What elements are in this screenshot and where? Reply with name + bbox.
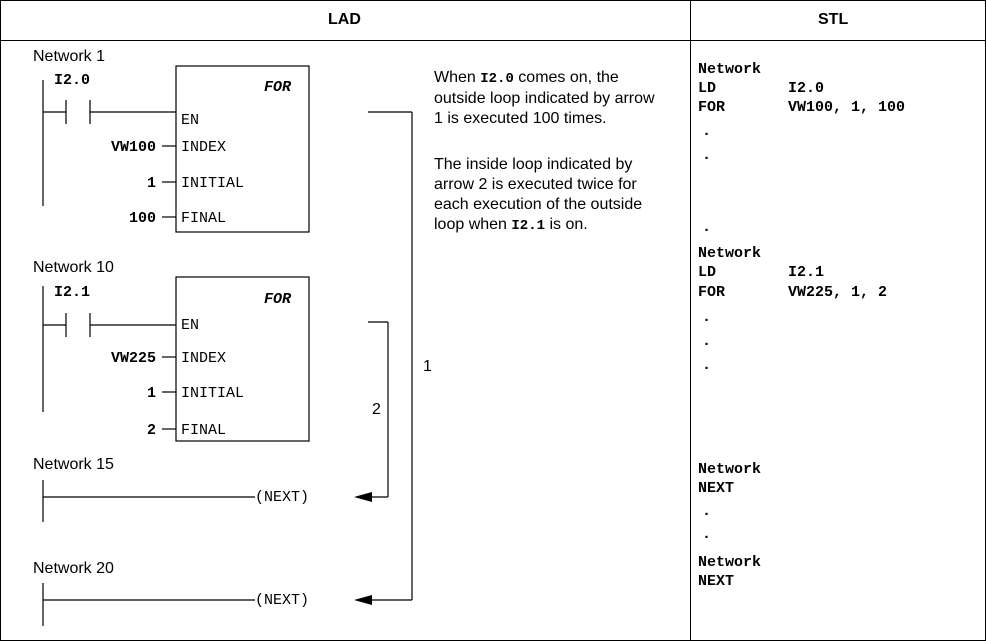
stl-ld-2: LD <box>698 264 717 281</box>
network-10-final-value: 2 <box>146 422 156 439</box>
network-1-pin-en: EN <box>181 112 200 129</box>
stl-network-4: Network <box>698 554 762 571</box>
network-1-pin-initial: INITIAL <box>181 175 245 192</box>
network-10-for-box-title: FOR <box>264 291 292 308</box>
network-1-pin-index: INDEX <box>181 139 227 156</box>
loop-arrow-2-label: 2 <box>372 401 381 418</box>
network-1-for-box-title: FOR <box>264 79 292 96</box>
stl-ld-1-operand: I2.0 <box>788 80 825 97</box>
stl-dot: . <box>702 357 712 374</box>
stl-network-3: Network <box>698 461 762 478</box>
network-1-pin-final: FINAL <box>181 210 227 227</box>
network-10-rung <box>42 276 310 442</box>
stl-dot: . <box>702 219 712 236</box>
loop-arrow-2 <box>368 321 389 498</box>
stl-dot: . <box>702 309 712 326</box>
network-10-label: Network 10 <box>33 259 114 276</box>
stl-for-2-operand: VW225, 1, 2 <box>788 284 888 301</box>
description-paragraph-2: The inside loop indicated by arrow 2 is … <box>434 155 666 236</box>
desc-p2-code: I2.1 <box>511 218 545 234</box>
stl-for-1-operand: VW100, 1, 100 <box>788 99 906 116</box>
stl-dot: . <box>702 123 712 140</box>
stl-ld-2-operand: I2.1 <box>788 264 825 281</box>
network-10-initial-value: 1 <box>146 385 156 402</box>
desc-p2-a: The inside loop indicated by arrow 2 is … <box>434 156 643 233</box>
stl-dot: . <box>702 147 712 164</box>
network-1-contact-address: I2.0 <box>54 72 91 89</box>
network-1-final-value: 100 <box>128 210 156 227</box>
network-15-rung <box>42 480 255 522</box>
stl-dot: . <box>702 503 712 520</box>
network-1-rung <box>42 65 310 233</box>
stl-dot: . <box>702 526 712 543</box>
desc-p2-b: is on. <box>545 216 588 233</box>
network-1-index-value: VW100 <box>110 139 156 156</box>
network-15-next-coil: (NEXT) <box>255 489 310 506</box>
network-10-pin-initial: INITIAL <box>181 385 245 402</box>
stl-header: STL <box>818 11 849 28</box>
loop-arrow-1 <box>368 111 413 601</box>
stl-for-2: FOR <box>698 284 726 301</box>
desc-p1-code: I2.0 <box>480 71 514 87</box>
stl-dot: . <box>702 333 712 350</box>
network-10-index-value: VW225 <box>110 350 156 367</box>
stl-next-3: NEXT <box>698 480 735 497</box>
loop-arrow-2-head <box>354 492 372 502</box>
desc-p1-a: When <box>434 69 481 86</box>
stl-for-1: FOR <box>698 99 726 116</box>
description-paragraph-1: When I2.0 comes on, the outside loop ind… <box>434 68 666 129</box>
network-1-initial-value: 1 <box>146 175 156 192</box>
network-10-contact-address: I2.1 <box>54 284 91 301</box>
network-15-label: Network 15 <box>33 456 114 473</box>
desc-p1-b: comes on, the outside loop indicated by … <box>434 69 655 127</box>
stl-network-1: Network <box>698 61 762 78</box>
stl-network-2: Network <box>698 245 762 262</box>
network-20-label: Network 20 <box>33 560 114 577</box>
network-20-rung <box>42 583 255 626</box>
network-10-pin-en: EN <box>181 317 200 334</box>
loop-arrow-1-head <box>354 595 372 605</box>
lad-header: LAD <box>328 11 361 28</box>
network-20-next-coil: (NEXT) <box>255 592 310 609</box>
network-10-pin-index: INDEX <box>181 350 227 367</box>
network-1-label: Network 1 <box>33 48 106 65</box>
network-10-pin-final: FINAL <box>181 422 227 439</box>
loop-arrow-1-label: 1 <box>423 358 432 375</box>
stl-next-4: NEXT <box>698 573 735 590</box>
stl-ld-1: LD <box>698 80 717 97</box>
